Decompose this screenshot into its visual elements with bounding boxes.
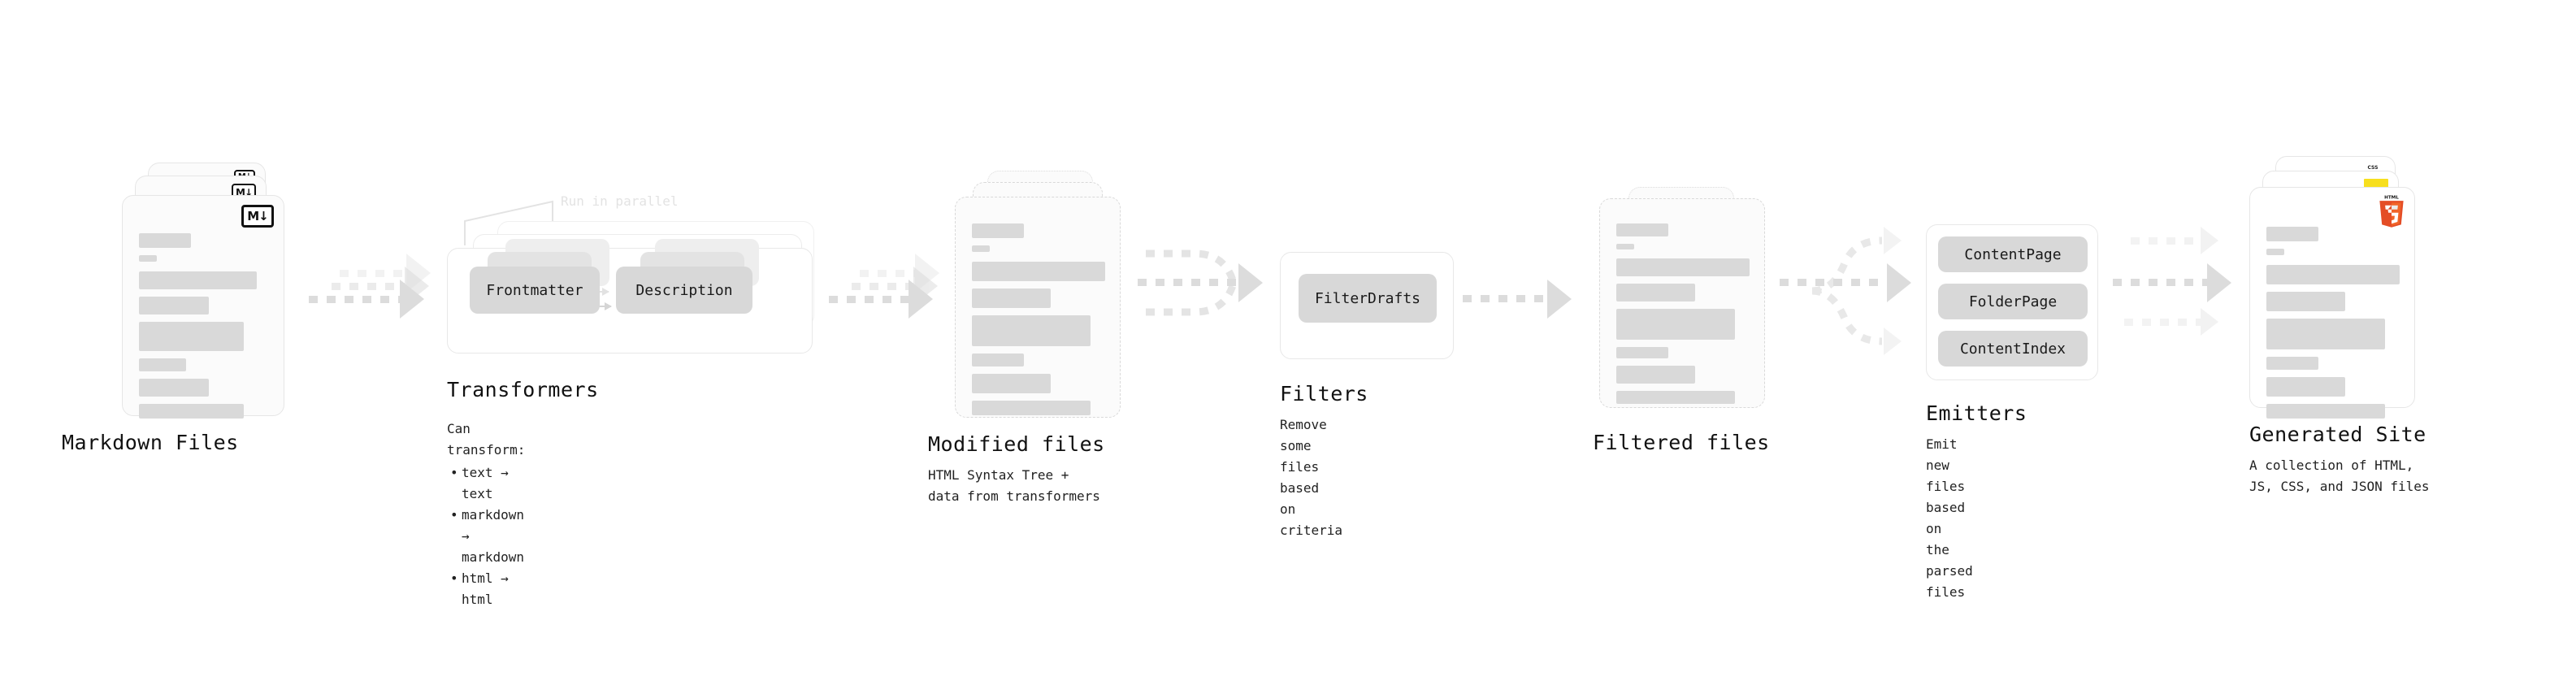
- filtered-file-stack: [1599, 187, 1770, 447]
- stage-title-modified-files: Modified files: [928, 432, 1105, 456]
- stage-subtitle-filters: Remove some files based on criteria: [1280, 417, 1343, 538]
- stage-title-filters: Filters: [1280, 382, 1368, 406]
- svg-text:HTML: HTML: [2384, 195, 2399, 200]
- stage-subtitle-emitters: Emit new files based on the parsed files: [1926, 436, 1973, 600]
- list-item: html → html: [450, 568, 525, 610]
- card-content-lines: [972, 223, 1105, 423]
- modified-card-front: [955, 197, 1121, 418]
- card-content-lines: [1616, 223, 1750, 411]
- markdown-file-stack: M↓ M↓ M↓: [122, 163, 309, 431]
- stage-subtitle-generated-site: A collection of HTML, JS, CSS, and JSON …: [2249, 458, 2430, 494]
- chip-folderpage[interactable]: FolderPage: [1938, 284, 2088, 319]
- card-content-lines: [2266, 227, 2400, 426]
- modified-file-stack: [955, 171, 1125, 439]
- markdown-icon: M↓: [241, 205, 274, 228]
- emitters-group-box: ContentPage FolderPage ContentIndex: [1926, 224, 2098, 380]
- split-curves: [1811, 236, 1883, 345]
- stage-modified-files: Modified files HTML Syntax Tree + data f…: [928, 171, 1125, 504]
- chip-contentpage[interactable]: ContentPage: [1938, 236, 2088, 272]
- markdown-card-front: M↓: [122, 195, 284, 419]
- run-in-parallel-bracket: [464, 200, 553, 245]
- stage-subtitle-modified-files: HTML Syntax Tree + data from transformer…: [928, 467, 1100, 504]
- stage-title-emitters: Emitters: [1926, 401, 2027, 425]
- filtered-card-front: [1599, 198, 1765, 408]
- merge-curves: [1146, 249, 1238, 316]
- stage-title-transformers: Transformers: [447, 378, 599, 401]
- stage-title-filtered-files: Filtered files: [1593, 431, 1770, 454]
- stage-title-generated-site: Generated Site: [2249, 423, 2426, 446]
- chip-filterdrafts[interactable]: FilterDrafts: [1299, 274, 1437, 323]
- chip-frontmatter[interactable]: Frontmatter: [470, 267, 600, 314]
- list-item: markdown → markdown: [450, 505, 525, 568]
- list-item: text → text: [450, 462, 525, 505]
- transformers-capabilities: Can transform: text → text markdown → ma…: [447, 419, 525, 610]
- stage-generated-site: CSS HTML: [2249, 156, 2436, 494]
- html5-icon: HTML: [2379, 195, 2404, 228]
- run-in-parallel-label: Run in parallel: [561, 193, 679, 209]
- stage-filtered-files: Filtered files: [1593, 187, 1770, 454]
- chip-contentindex[interactable]: ContentIndex: [1938, 331, 2088, 367]
- card-content-lines: [139, 233, 267, 426]
- generated-card-html: HTML: [2249, 187, 2415, 419]
- bullets-header: Can transform:: [447, 421, 526, 458]
- chip-description[interactable]: Description: [616, 267, 752, 314]
- filters-group-box: FilterDrafts: [1280, 252, 1454, 359]
- stage-markdown-files: M↓ M↓ M↓ Markdown Files: [62, 163, 309, 454]
- generated-file-stack: CSS HTML: [2249, 156, 2436, 424]
- stage-title-markdown-files: Markdown Files: [62, 431, 239, 454]
